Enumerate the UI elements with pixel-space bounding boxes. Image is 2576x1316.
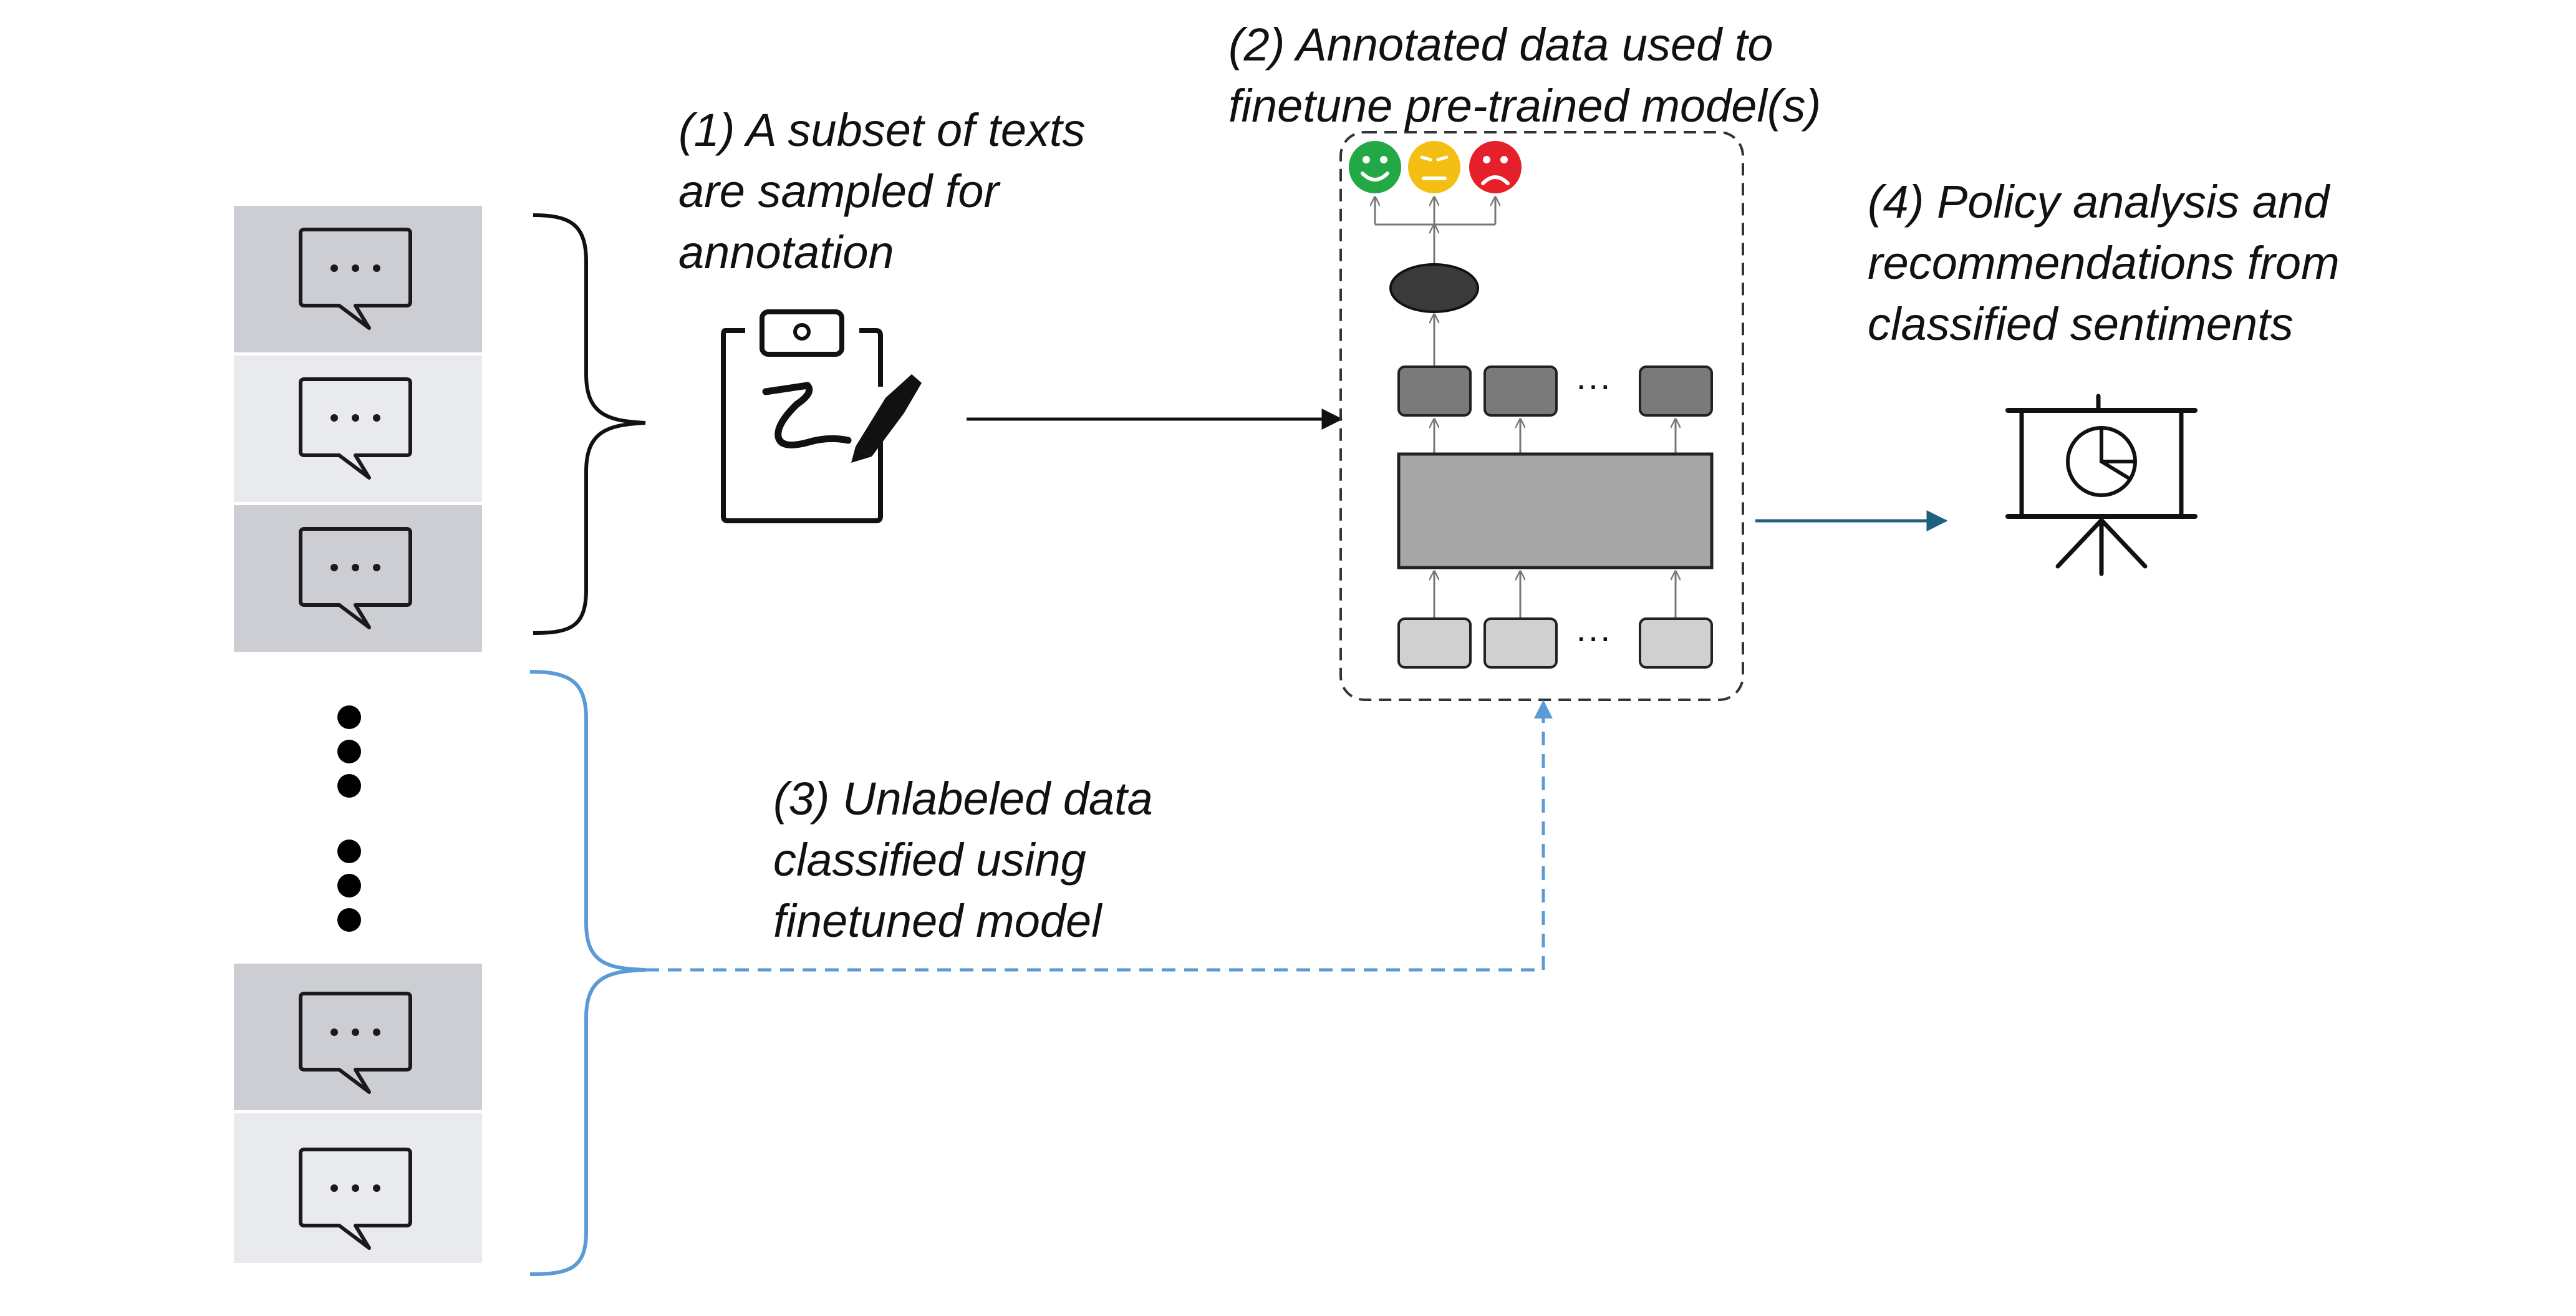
- unlabeled-texts-column: [234, 964, 482, 1263]
- output-token: [1397, 365, 1472, 417]
- input-token: [1639, 617, 1713, 669]
- step4-label: (4) Policy analysis and recommendations …: [1868, 172, 2340, 355]
- step4-line: classified sentiments: [1868, 298, 2294, 350]
- step2-line: finetune pre-trained model(s): [1228, 80, 1821, 132]
- step4-line: recommendations from: [1868, 237, 2340, 289]
- step1-line: annotation: [678, 226, 894, 278]
- input-token: [1397, 617, 1472, 669]
- presentation-chart-icon: [2005, 394, 2197, 576]
- step3-line: (3) Unlabeled data: [773, 773, 1153, 825]
- step1-label: (1) A subset of texts are sampled for an…: [678, 100, 1086, 283]
- sampled-brace: [533, 213, 646, 635]
- token-ellipsis: ···: [1575, 365, 1611, 405]
- classifier-head: [1389, 263, 1479, 313]
- sad-face-icon: [1469, 141, 1522, 193]
- output-token: [1639, 365, 1713, 417]
- smiley-face-icon: [1349, 141, 1401, 193]
- step2-label: (2) Annotated data used to finetune pre-…: [1228, 14, 1821, 137]
- output-branches: [1375, 197, 1495, 268]
- sampled-texts-column: [234, 206, 482, 652]
- text-cell: [234, 964, 482, 1110]
- step2-line: (2) Annotated data used to: [1228, 19, 1773, 70]
- clipboard-signature-icon: [721, 309, 922, 523]
- unlabeled-brace: [529, 670, 646, 1276]
- model-box: ··· ···: [1339, 131, 1744, 701]
- step1-line: (1) A subset of texts: [678, 104, 1086, 156]
- unlabeled-flow-arrow: [645, 700, 1553, 972]
- vertical-ellipsis: [337, 705, 361, 932]
- output-token: [1483, 365, 1558, 417]
- encoder-block: [1397, 452, 1714, 569]
- step3-line: finetuned model: [773, 895, 1102, 947]
- input-token: [1483, 617, 1558, 669]
- neutral-face-icon: [1408, 141, 1460, 193]
- step1-line: are sampled for: [678, 165, 1000, 217]
- token-ellipsis: ···: [1575, 617, 1611, 657]
- step3-line: classified using: [773, 834, 1086, 886]
- step3-label: (3) Unlabeled data classified using fine…: [773, 768, 1153, 952]
- step4-line: (4) Policy analysis and: [1868, 176, 2330, 228]
